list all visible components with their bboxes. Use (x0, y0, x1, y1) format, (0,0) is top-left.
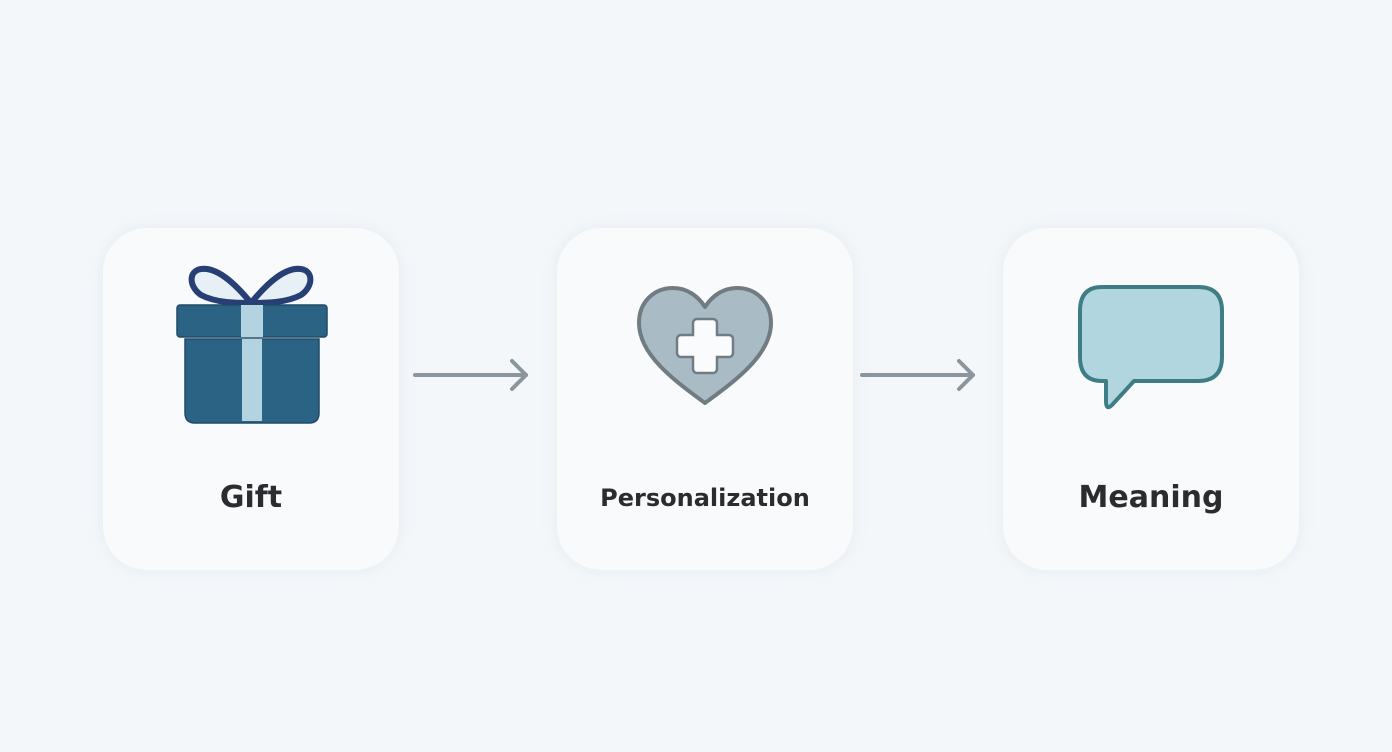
node-gift: Gift (103, 228, 399, 570)
speech-bubble-icon (1003, 228, 1299, 468)
node-label: Meaning (1078, 480, 1224, 515)
node-personalization: Personalization (557, 228, 853, 570)
node-label: Personalization (600, 484, 810, 512)
node-meaning: Meaning (1003, 228, 1299, 570)
arrow-right-icon (412, 356, 532, 398)
heart-plus-icon (557, 228, 853, 468)
arrow-right-icon (859, 356, 979, 398)
gift-icon (103, 228, 399, 468)
node-label: Gift (219, 480, 283, 515)
